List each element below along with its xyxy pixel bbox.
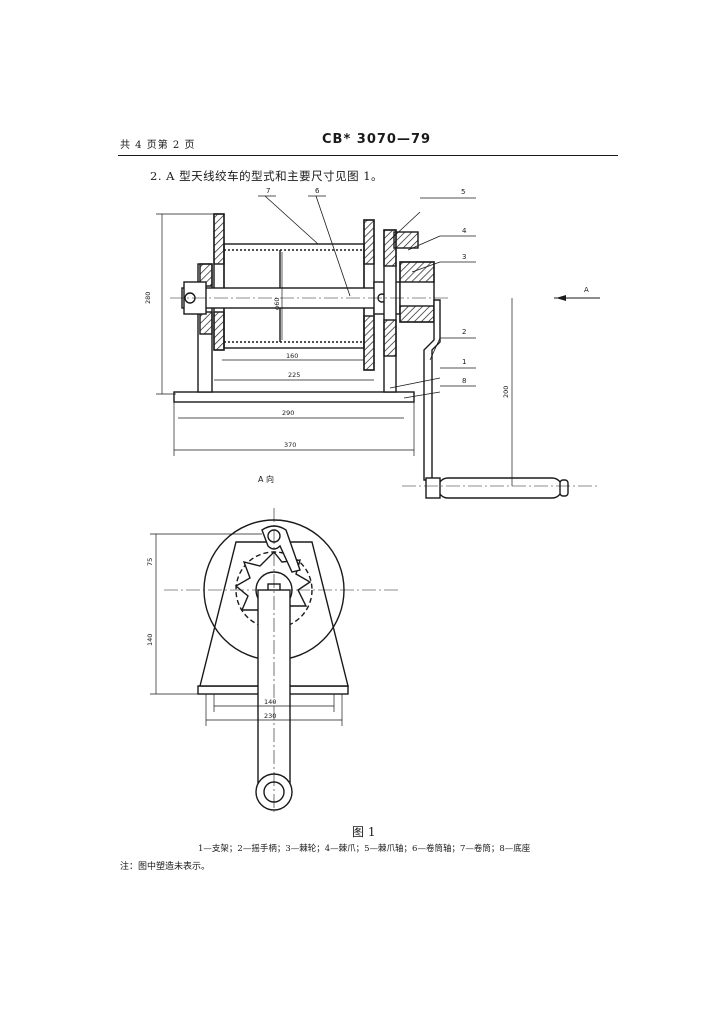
dim-drum-dia: φ60: [273, 297, 281, 310]
part-label-1: 1: [462, 358, 466, 366]
dim-front-lower: 140: [146, 634, 154, 646]
crank-arm: [423, 299, 441, 481]
pawl-hub: [393, 231, 419, 249]
crank-handle: [437, 477, 563, 499]
part-label-6: 6: [315, 187, 320, 195]
part-label-2: 2: [462, 328, 466, 336]
section-label: A: [584, 286, 589, 294]
dim-handle-height: 200: [502, 386, 510, 398]
figure-note: 注：图中塑造未表示。: [120, 862, 211, 872]
part-label-3: 3: [462, 253, 466, 261]
dim-base-len: 290: [282, 409, 294, 417]
dim-front-upper: 75: [146, 558, 154, 566]
front-dimension-labels: 75 140 140 230: [146, 558, 276, 720]
part-label-5: 5: [461, 188, 465, 196]
dim-between: 225: [288, 371, 300, 379]
dim-front-base-outer: 230: [264, 712, 276, 720]
page-info: 共 4 页第 2 页: [120, 140, 196, 151]
standard-number: CB* 3070—79: [322, 132, 432, 147]
base-plate: [173, 391, 415, 403]
side-view: [156, 195, 600, 499]
part-label-4: 4: [462, 227, 467, 235]
part-labels: 7 6 5 4 3 2 1 8 A: [266, 187, 589, 385]
dim-drum-len: 160: [286, 352, 298, 360]
header-rule: [118, 155, 618, 156]
dim-upper-height: 280: [144, 292, 152, 304]
part-label-8: 8: [462, 377, 466, 385]
figure-label: 图 1: [352, 825, 376, 839]
dim-total-len: 370: [284, 441, 296, 449]
dim-front-base-inner: 140: [264, 698, 276, 706]
parts-legend: 1—支架；2—摇手柄；3—棘轮；4—棘爪；5—棘爪轴；6—卷筒轴；7—卷筒；8—…: [198, 844, 531, 854]
front-view: [150, 508, 400, 812]
intro-paragraph: 2. A 型天线绞车的型式和主要尺寸见图 1。: [150, 169, 384, 183]
part-label-7: 7: [266, 187, 270, 195]
view-label: A 向: [258, 474, 274, 484]
dimension-labels: 280 φ60 160 225 290 370 200: [144, 292, 510, 449]
